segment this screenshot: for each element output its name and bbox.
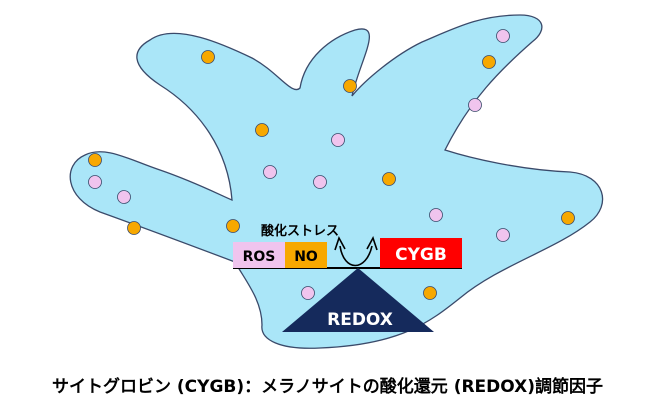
curved-arrow (339, 245, 373, 267)
pink-granule (117, 190, 131, 204)
figure-caption: サイトグロビン (CYGB)：メラノサイトの酸化還元 (REDOX)調節因子 (51, 377, 604, 397)
oxidative-stress-label: 酸化ストレス (261, 223, 339, 239)
ros-box (233, 242, 285, 268)
arrow-head-left-icon (334, 236, 346, 251)
melanocyte-cell (69, 14, 604, 349)
redox-triangle (282, 268, 434, 332)
orange-granule (343, 79, 357, 93)
pink-granules (88, 29, 510, 300)
orange-granule (255, 123, 269, 137)
cygb-label: CYGB (395, 245, 447, 265)
pink-granule (301, 286, 315, 300)
orange-granule (226, 219, 240, 233)
orange-granule (88, 153, 102, 167)
pink-granule (88, 175, 102, 189)
pink-granule (263, 165, 277, 179)
cygb-box (380, 238, 462, 268)
pink-granule (313, 175, 327, 189)
orange-granule (482, 55, 496, 69)
no-label: NO (294, 249, 318, 265)
orange-granule (423, 286, 437, 300)
pink-granule (496, 228, 510, 242)
orange-granule (127, 221, 141, 235)
orange-granules (88, 50, 575, 300)
ros-label: ROS (243, 249, 276, 265)
orange-granule (201, 50, 215, 64)
pink-granule (496, 29, 510, 43)
redox-label: REDOX (327, 310, 393, 330)
pink-granule (331, 133, 345, 147)
orange-granule (561, 211, 575, 225)
arrow-head-right-icon (366, 236, 378, 251)
no-box (285, 242, 327, 268)
orange-granule (382, 172, 396, 186)
pink-granule (468, 98, 482, 112)
pink-granule (429, 208, 443, 222)
